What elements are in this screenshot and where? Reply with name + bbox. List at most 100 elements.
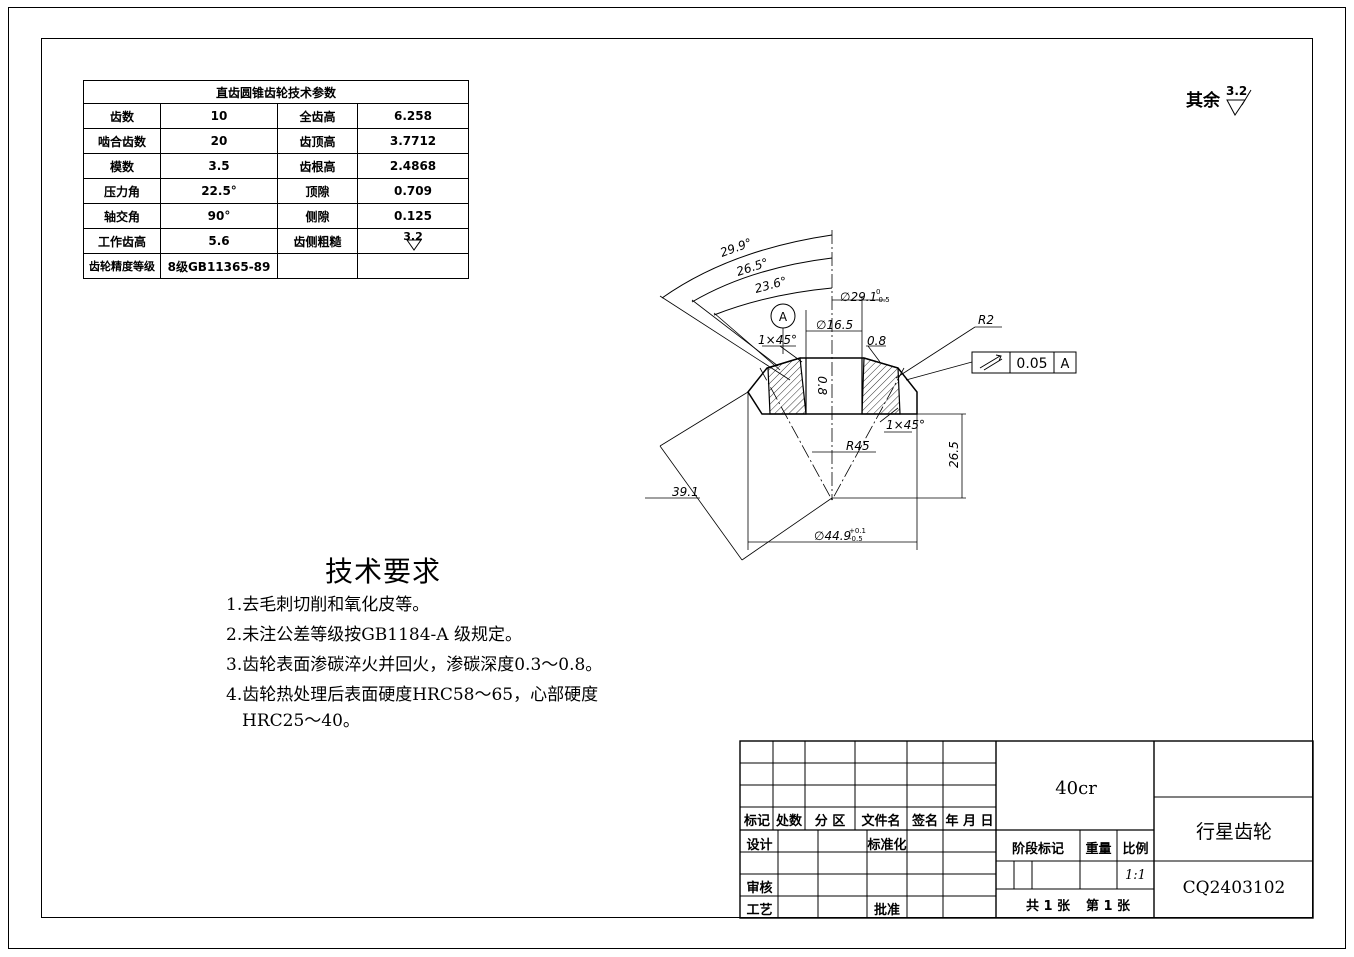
param-value: 6.258 [357,103,469,129]
dim-radius-r2: R2 [978,313,994,327]
tb-scale: 1:1 [1125,868,1146,883]
tb-approve: 批准 [873,903,900,918]
tech-note: 2.未注公差等级按GB1184-A 级规定。 [226,625,522,645]
title-block-grid [739,740,1314,919]
tb-sheet-number: 第 1 张 [1085,899,1131,914]
dim-small-08-right: 0.8 [867,334,886,348]
drawing-frame [41,38,1313,918]
param-value: 0.709 [357,178,469,204]
param-row: 模数 3.5 齿根高 2.4868 [83,153,469,179]
dim-chamfer-right: 1×45° [886,418,925,432]
datum-symbol [770,303,796,329]
leader-runout [905,361,973,381]
roughness-triangle-icon [1226,89,1252,116]
param-row: 啮合齿数 20 齿顶高 3.7712 [83,128,469,154]
pitch-cone-line [831,367,905,501]
general-roughness: 其余 [1186,86,1220,111]
param-label: 齿侧粗糙 [277,228,358,254]
leader-chamfer-right [879,407,899,423]
tb-design: 设计 [746,838,773,853]
section-hatch-left [767,357,807,415]
tb-header: 文件名 [861,814,901,829]
extension-line [659,295,791,381]
tb-review: 审核 [746,881,773,896]
dim-top-tol-lower: -0.5 [876,296,890,304]
tb-part-name: 行星齿轮 [1195,821,1272,843]
tb-scale-label: 比例 [1122,842,1149,857]
dim-bottom-dia: ∅44.9 [814,529,851,543]
dim-arc-inner: 23.6° [753,274,788,296]
param-label: 齿数 [83,103,161,129]
arc-dimension-outer [661,234,833,299]
param-label: 齿根高 [277,153,358,179]
arc-dimension-inner [713,287,833,316]
tech-note: 4.齿轮热处理后表面硬度HRC58～65，心部硬度 [226,685,599,705]
tech-note: HRC25～40。 [242,711,360,731]
param-value: 3.7712 [357,128,469,154]
tech-note: 1.去毛刺切削和氧化皮等。 [226,595,430,615]
tb-header: 年 月 日 [945,814,994,829]
tb-material: 40cr [1055,778,1097,799]
leader-chamfer-left [779,345,803,363]
tb-header: 分 区 [814,814,846,829]
param-row: 工作齿高 5.6 齿侧粗糙 3.2 [83,228,469,254]
runout-datum: A [1061,357,1070,372]
outer-border [8,7,1346,949]
param-value: 10 [160,103,278,129]
tb-weight: 重量 [1085,842,1112,857]
extension-line [741,497,833,561]
extension-line [659,391,749,447]
param-row: 齿数 10 全齿高 6.258 [83,103,469,129]
dim-chamfer-left: 1×45° [758,333,797,347]
param-value: 3.5 [160,153,278,179]
section-hatch-right [861,357,901,415]
tb-drawing-number: CQ2403102 [1182,878,1286,898]
tb-header: 签名 [911,814,938,829]
dim-bottom-tol-lower: -0.5 [849,535,863,543]
leader-line [867,345,881,363]
general-roughness-value: 3.2 [1226,84,1248,98]
extension-line [691,299,779,367]
param-label: 齿顶高 [277,128,358,154]
param-value [357,253,469,279]
tb-process: 工艺 [746,903,773,918]
param-table-title: 直齿圆锥齿轮技术参数 [83,80,469,104]
tb-sheets-total: 共 1 张 [1025,899,1071,914]
dim-top-tol-upper: 0 [876,288,880,296]
tech-note: 3.齿轮表面渗碳淬火并回火，渗碳深度0.3～0.8。 [226,655,603,675]
tb-stage-mark: 阶段标记 [1011,842,1064,857]
param-value: 2.4868 [357,153,469,179]
pitch-cone-line [759,367,833,501]
param-label: 轴交角 [83,203,161,229]
runout-value: 0.05 [1016,356,1047,372]
tb-header: 标记 [743,814,770,829]
dim-line-slant [659,445,743,561]
param-row: 齿轮精度等级 8级GB11365-89 [83,253,469,279]
param-label: 侧隙 [277,203,358,229]
dim-slant: 39.1 [672,485,699,499]
tech-requirements-title: 技术要求 [325,555,442,588]
runout-arrow-icon [979,354,1003,371]
datum-label: A [779,310,788,324]
gear-parameter-table: 直齿圆锥齿轮技术参数 齿数 10 全齿高 6.258 啮合齿数 20 齿顶高 3… [83,80,469,279]
dim-radius-r45: R45 [846,439,870,453]
roughness-label: 其余 [1186,91,1220,111]
leader-r2 [895,326,976,379]
dim-top-dia: ∅29.1 [840,290,877,304]
tb-header: 处数 [775,814,802,829]
param-value: 8级GB11365-89 [160,253,278,279]
dim-height: 26.5 [947,441,961,468]
arc-dimension-mid [691,257,833,303]
roughness-triangle-icon [406,239,422,251]
tb-standardization: 标准化 [867,838,907,853]
dim-arc-outer: 29.9° [718,235,754,259]
dim-bottom-tol-upper: +0.1 [849,527,866,535]
param-label [277,253,358,279]
dim-bore: ∅16.5 [816,318,853,332]
extension-line [713,312,781,371]
roughness-symbol-cell: 3.2 [357,228,469,254]
param-value: 5.6 [160,228,278,254]
param-label: 压力角 [83,178,161,204]
param-value: 90° [160,203,278,229]
